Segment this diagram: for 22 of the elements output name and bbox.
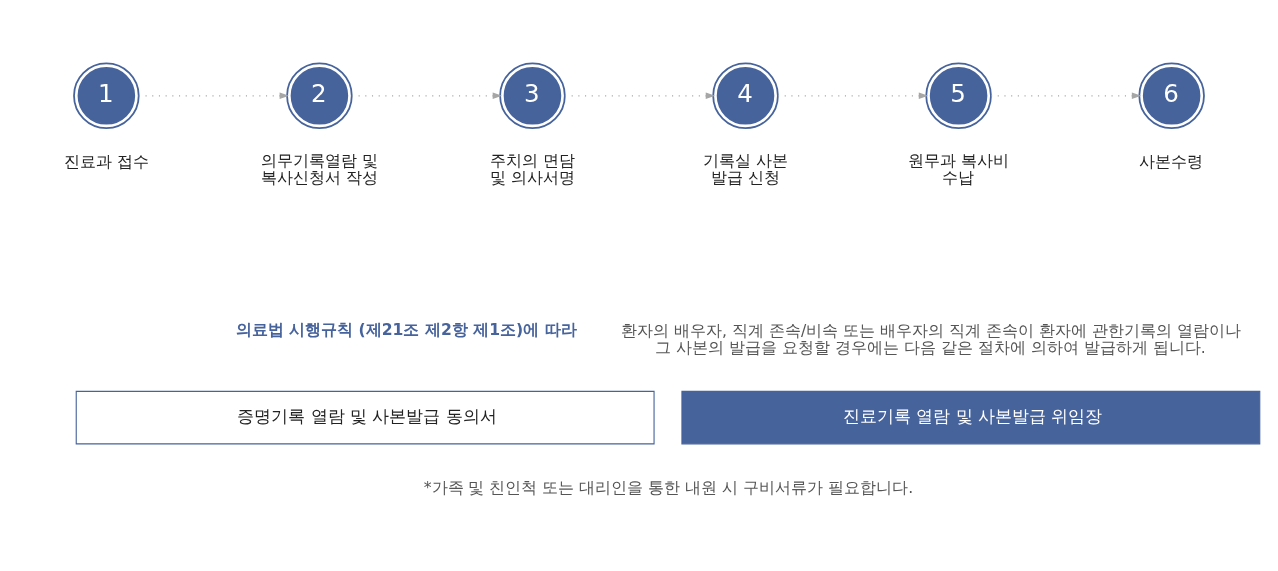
label: 의료법 시행규칙 (제21조 제2항 제1조)에 따라 (235, 320, 577, 339)
node-circle: 6 (1138, 62, 1205, 129)
node-label: 원무과 복사비 수납 (907, 151, 1009, 187)
node-circle: 3 (499, 62, 566, 129)
label: 환자의 배우자, 직계 존속/비속 또는 배우자의 직계 존속이 환자에 관한기록의 열람이나 그 사본의 발급을 요청할 경우에는 다음 같은 절차에 의하여 발급하게 됩니다. (621, 321, 1241, 357)
node-box: 증명기록 열람 및 사본발급 동의서 (75, 390, 655, 444)
node-circle: 2 (286, 62, 353, 129)
node-label: 주치의 면담 및 의사서명 (490, 151, 576, 187)
node-label: 진료과 접수 (63, 152, 149, 171)
node-box: 진료기록 열람 및 사본발급 위임장 (681, 390, 1261, 444)
label: *가족 및 친인척 또는 대리인을 통한 내원 시 구비서류가 필요합니다. (423, 478, 914, 497)
node-circle: 4 (712, 62, 779, 129)
node-label: 기록실 사본 발급 신청 (703, 151, 789, 187)
arrow (990, 92, 1142, 99)
node-label: 의무기록열람 및 복사신청서 작성 (260, 151, 378, 187)
arrow (777, 92, 929, 99)
arrow (564, 92, 716, 99)
node-label: 사본수령 (1139, 152, 1204, 171)
arrow (351, 92, 503, 99)
arrow (138, 92, 289, 99)
node-circle: 5 (925, 62, 992, 129)
node-circle: 1 (73, 62, 140, 129)
